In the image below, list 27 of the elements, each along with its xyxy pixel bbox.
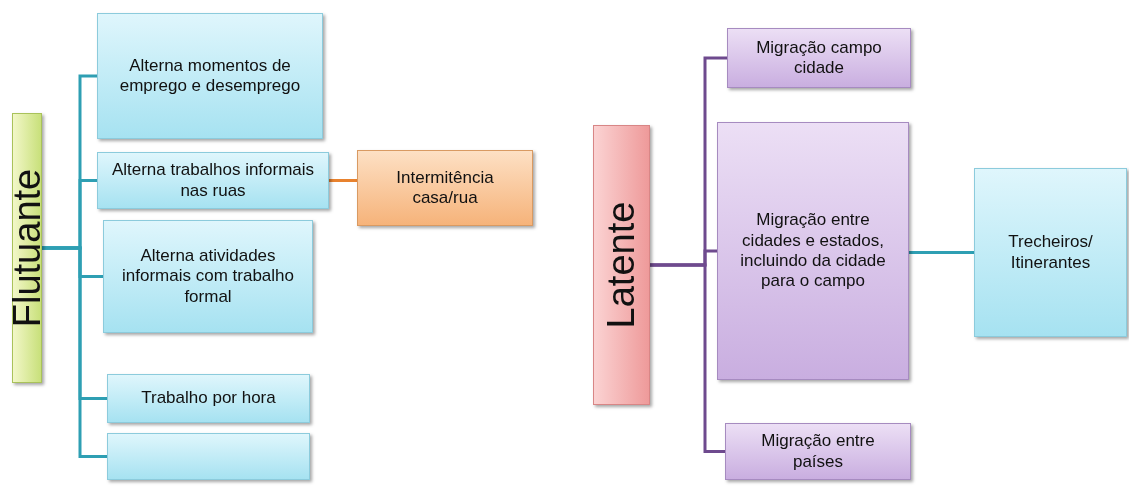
topic-box — [974, 168, 1127, 337]
topic-box — [107, 374, 310, 423]
connector-line — [909, 251, 974, 254]
box-text: Alterna atividades informais com trabalho formal — [121, 244, 295, 308]
connector-line — [329, 179, 357, 182]
topic-box — [97, 152, 329, 209]
topic-box — [103, 220, 313, 333]
topic-box — [727, 28, 911, 88]
connector-line — [650, 263, 725, 453]
box-text: Alterna momentos de emprego e desemprego — [118, 54, 302, 97]
category-label-box — [12, 113, 42, 383]
connector-line — [42, 246, 107, 458]
category-label-box — [593, 125, 650, 405]
empty-box — [107, 433, 310, 480]
box-text: Migração entre cidades e estados, incluindo da cidade para o campo — [739, 209, 887, 293]
box-text: Migração entre países — [760, 430, 876, 473]
topic-box — [97, 13, 323, 139]
box-text: Intermitência casa/rua — [395, 166, 495, 209]
box-text: Trecheiros/ Itinerantes — [1007, 231, 1094, 274]
topic-box — [725, 423, 911, 480]
box-text: Migração campo cidade — [755, 36, 883, 79]
topic-box — [717, 122, 909, 380]
topic-box — [357, 150, 533, 226]
category-label: Flutuante — [8, 168, 46, 328]
box-text: Trabalho por hora — [140, 387, 277, 410]
box-text: Alterna trabalhos informais nas ruas — [110, 159, 316, 202]
category-label: Latente — [602, 201, 641, 329]
